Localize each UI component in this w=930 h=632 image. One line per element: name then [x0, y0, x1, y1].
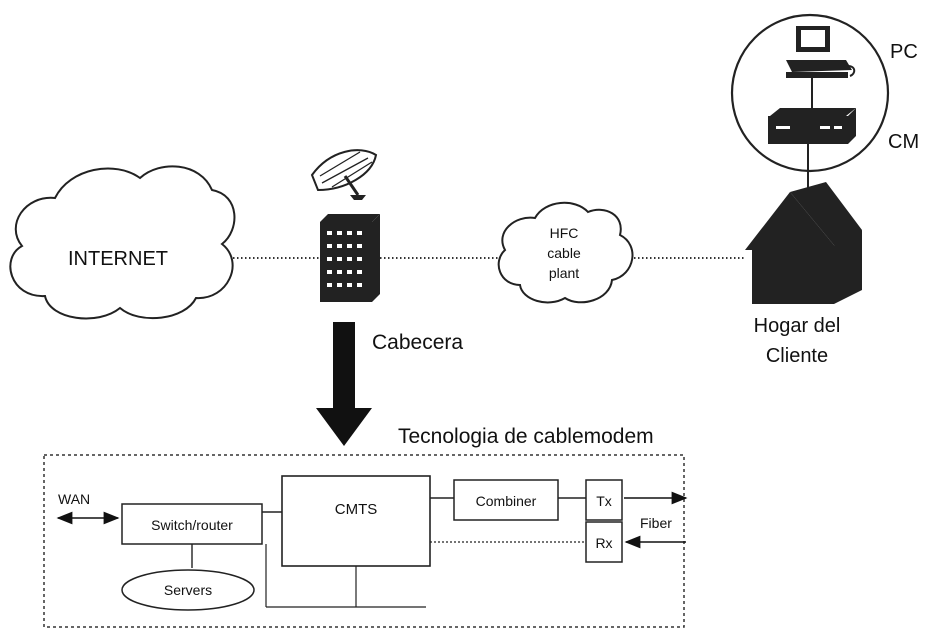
cable-modem-icon [768, 108, 856, 144]
house-icon [745, 182, 862, 304]
pc-icon [786, 26, 856, 78]
cmts-bus-lines [265, 544, 426, 608]
switch-router-box [121, 503, 263, 545]
rx-box [585, 521, 623, 563]
cm-label: CM [888, 131, 919, 153]
rx-label: Rx [595, 535, 612, 551]
cablemodem-title: Tecnologia de cablemodem [398, 425, 654, 448]
combiner-box [453, 479, 559, 521]
hfc-cloud-icon [497, 201, 634, 304]
hfc-line-3: plant [549, 265, 579, 281]
pc-label: PC [890, 41, 918, 63]
switch-router-label: Switch/router [151, 517, 233, 533]
tx-box [585, 479, 623, 521]
cmts-box [281, 475, 431, 567]
cablemodem-frame [43, 454, 685, 628]
servers-ellipse [121, 569, 255, 611]
satellite-dish-icon [310, 149, 378, 200]
hogar-line-2: Cliente [766, 345, 828, 367]
combiner-label: Combiner [476, 493, 537, 509]
cabecera-label: Cabecera [372, 331, 463, 354]
headend-building-icon [320, 214, 380, 302]
cmts-label: CMTS [335, 501, 378, 518]
wan-label: WAN [58, 491, 90, 507]
hogar-line-1: Hogar del [754, 315, 841, 337]
down-arrow-icon [316, 322, 372, 446]
hfc-line-2: cable [547, 245, 581, 261]
fiber-label: Fiber [640, 515, 672, 531]
internet-cloud-icon [9, 165, 236, 320]
internet-label: INTERNET [68, 248, 168, 270]
hfc-line-1: HFC [550, 225, 579, 241]
tx-label: Tx [596, 493, 612, 509]
servers-label: Servers [164, 582, 212, 598]
